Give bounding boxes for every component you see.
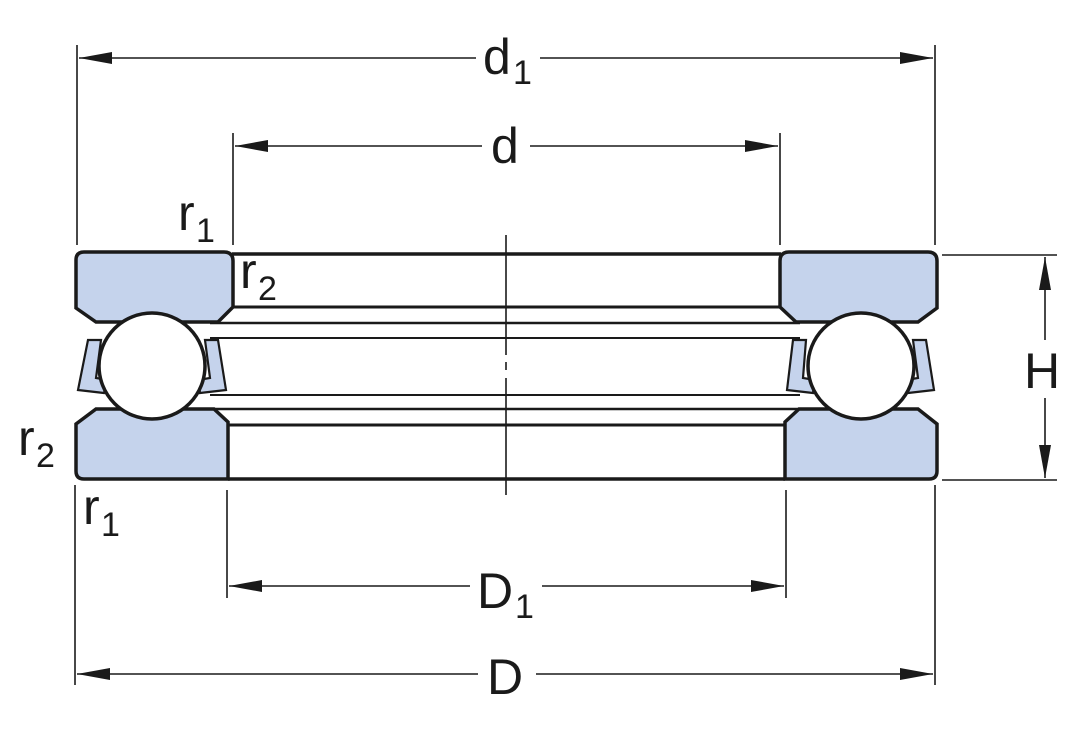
label-d1: d	[483, 29, 511, 85]
label-D: D	[487, 649, 523, 705]
left-section	[74, 250, 235, 481]
extension-lines	[74, 45, 1057, 685]
label-r2-top: r	[240, 243, 257, 299]
label-r1-bottom: r	[83, 479, 100, 535]
ball-right	[806, 311, 916, 421]
label-D1: D	[477, 563, 513, 619]
bottom-housing-washer-left	[74, 407, 230, 481]
label-H: H	[1024, 343, 1060, 399]
right-section	[778, 250, 939, 481]
ball-left	[97, 311, 207, 421]
label-D1-subscript: 1	[515, 588, 534, 626]
dimension-H: H	[1024, 257, 1060, 478]
label-r2-left: r	[18, 410, 35, 466]
label-r1-top: r	[178, 185, 195, 241]
bottom-housing-washer-right	[783, 407, 939, 481]
radius-labels: r 1 r 2 r 2 r 1	[18, 185, 277, 544]
top-shaft-washer-right	[778, 250, 939, 324]
dimension-d: d	[235, 118, 778, 174]
dimension-D1: D 1	[229, 563, 784, 626]
label-r1-top-subscript: 1	[196, 212, 215, 250]
ring-section-lines	[210, 252, 800, 481]
dimension-D: D	[77, 649, 933, 705]
label-r2-left-subscript: 2	[36, 437, 55, 475]
label-d: d	[491, 118, 519, 174]
dimension-d1: d 1	[79, 29, 933, 92]
label-r1-bottom-subscript: 1	[101, 506, 120, 544]
top-shaft-washer-left	[74, 250, 235, 324]
cage-right	[785, 338, 817, 395]
label-r2-top-subscript: 2	[258, 270, 277, 308]
label-d1-subscript: 1	[513, 54, 532, 92]
